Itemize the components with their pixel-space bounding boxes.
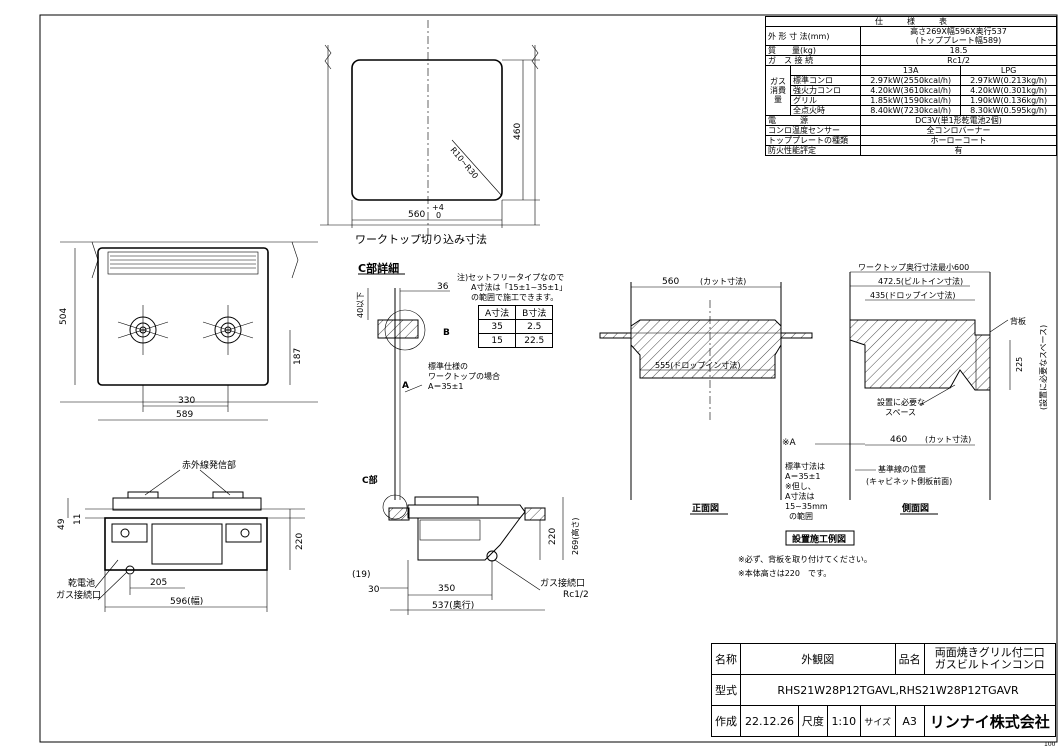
- svg-text:スペース: スペース: [885, 408, 916, 417]
- spec-title: 仕 様 表: [765, 16, 1057, 27]
- scale-value: 1:10: [826, 705, 861, 737]
- cutout-width-dim: 560: [408, 210, 425, 220]
- svg-text:※本体高さは220: ※本体高さは220: [738, 568, 800, 578]
- svg-text:330: 330: [178, 396, 195, 406]
- svg-text:ワークトップの場合: ワークトップの場合: [428, 371, 500, 381]
- install-notes: 設置施工例図 ※必ず、背板を取り付けてください。 ※本体高さは220 です。: [738, 530, 872, 578]
- title-block: 名称 外観図 品名 両面焼きグリル付二口ガスビルトインコンロ 型式 RHS21W…: [711, 643, 1057, 737]
- svg-text:A: A: [402, 381, 409, 391]
- sheet-border: [39, 14, 1058, 743]
- svg-text:225: 225: [1015, 357, 1024, 372]
- svg-text:Rc1/2: Rc1/2: [563, 590, 589, 600]
- paper-size: A3: [894, 705, 925, 737]
- svg-text:A寸法は「15±1~35±1」: A寸法は「15±1~35±1」: [471, 282, 567, 292]
- svg-text:(設置に必要なスペース): (設置に必要なスペース): [1038, 325, 1048, 410]
- install-front-view: 560 (カット寸法) 555(ドロップイン寸法) 正面図 ※A 標準寸法は A…: [599, 276, 828, 521]
- svg-text:※A: ※A: [782, 438, 797, 448]
- cutout-radius: R10~R30: [448, 146, 479, 181]
- svg-text:555(ドロップイン寸法): 555(ドロップイン寸法): [655, 360, 741, 370]
- cutout-caption: ワークトップ切り込み寸法: [355, 232, 487, 246]
- svg-text:472.5(ビルトイン寸法): 472.5(ビルトイン寸法): [878, 276, 963, 286]
- svg-text:220: 220: [548, 528, 558, 545]
- svg-text:560: 560: [662, 277, 679, 287]
- svg-text:15~35mm: 15~35mm: [785, 502, 828, 511]
- svg-text:設置に必要な: 設置に必要な: [877, 397, 925, 407]
- svg-text:の範囲: の範囲: [789, 511, 813, 521]
- grill-vent: [107, 251, 259, 275]
- battery-label: 乾電池: [68, 577, 95, 589]
- svg-text:504: 504: [59, 308, 69, 325]
- backboard-label: 背板: [1010, 316, 1026, 326]
- svg-text:標準仕様の: 標準仕様の: [428, 361, 468, 371]
- plan-view: 504 187 330 589: [59, 241, 318, 421]
- burner-left: [117, 305, 169, 355]
- svg-text:+4: +4: [432, 203, 444, 212]
- install-front-label: 正面図: [692, 503, 719, 514]
- install-title: 設置施工例図: [792, 533, 846, 545]
- svg-text:(カット寸法): (カット寸法): [700, 276, 746, 286]
- ir-label: 赤外線発信部: [182, 459, 236, 471]
- cutout-depth-dim: 460: [513, 123, 523, 140]
- side-gas-label: ガス接続口: [540, 577, 585, 589]
- front-view: 赤外線発信部 49 11 220 205 596(幅) 乾電池 ガス接続口: [56, 459, 305, 612]
- svg-text:187: 187: [293, 348, 303, 365]
- svg-text:(キャビネット側板前面): (キャビネット側板前面): [866, 476, 952, 486]
- created-date: 22.12.26: [740, 705, 799, 737]
- svg-text:B: B: [443, 328, 450, 338]
- svg-text:(19): (19): [352, 570, 370, 580]
- svg-text:36: 36: [437, 282, 449, 292]
- side-view: C部 220 269(高さ) (19) 30 350 537(奥行) ガス接続口…: [352, 474, 589, 615]
- svg-text:30: 30: [368, 585, 380, 595]
- product-name-1: 両面焼きグリル付二口: [934, 646, 1045, 659]
- detail-c: C部詳細 40以下 36 B A 標準仕様の ワークトップの場合 A＝35±1: [356, 261, 500, 500]
- svg-text:基準線の位置: 基準線の位置: [878, 464, 926, 474]
- svg-text:589: 589: [176, 410, 193, 420]
- svg-text:205: 205: [150, 578, 167, 588]
- product-name-2: ガスビルトインコンロ: [934, 658, 1045, 671]
- cutout-rect: [351, 59, 503, 201]
- burner-right: [202, 305, 254, 355]
- svg-text:注)セットフリータイプなので: 注)セットフリータイプなので: [457, 272, 564, 282]
- svg-text:596(幅): 596(幅): [170, 595, 203, 607]
- svg-text:の範囲で施工できます。: の範囲で施工できます。: [471, 292, 558, 302]
- svg-text:269(高さ): 269(高さ): [570, 517, 580, 555]
- svg-text:※必ず、背板を取り付けてください。: ※必ず、背板を取り付けてください。: [738, 554, 872, 564]
- svg-text:435(ドロップイン寸法): 435(ドロップイン寸法): [870, 290, 956, 300]
- gas-inlet-label: ガス接続口: [56, 589, 101, 601]
- drawing-name: 外観図: [740, 643, 896, 675]
- svg-text:350: 350: [438, 584, 455, 594]
- svg-text:49: 49: [57, 518, 67, 530]
- svg-text:です。: です。: [808, 569, 831, 578]
- install-side-view: ワークトップ奥行寸法最小600 472.5(ビルトイン寸法) 435(ドロップイ…: [815, 262, 1048, 515]
- svg-text:A寸法は: A寸法は: [785, 491, 814, 501]
- svg-text:(カット寸法): (カット寸法): [925, 434, 971, 444]
- svg-text:537(奥行): 537(奥行): [432, 599, 474, 611]
- svg-text:標準寸法は: 標準寸法は: [785, 461, 825, 471]
- svg-text:40以下: 40以下: [356, 292, 365, 318]
- spec-table: 仕 様 表 外 形 寸 法(mm) 高さ269X幅596X奥行537(トッププレ…: [764, 16, 1057, 156]
- svg-text:0: 0: [436, 211, 441, 220]
- model-number: RHS21W28P12TGAVL,RHS21W28P12TGAVR: [740, 674, 1056, 706]
- company-name: リンナイ株式会社: [923, 705, 1057, 737]
- svg-text:A＝35±1: A＝35±1: [428, 382, 463, 391]
- svg-text:C部: C部: [362, 474, 378, 486]
- svg-text:ワークトップ奥行寸法最小600: ワークトップ奥行寸法最小600: [858, 262, 969, 272]
- svg-text:460: 460: [890, 435, 907, 445]
- page-number: 100: [1044, 741, 1056, 748]
- svg-text:A＝35±1: A＝35±1: [785, 472, 820, 481]
- svg-text:※但し、: ※但し、: [785, 481, 816, 491]
- svg-text:220: 220: [295, 533, 305, 550]
- svg-text:C部詳細: C部詳細: [358, 261, 399, 275]
- svg-text:11: 11: [73, 514, 83, 525]
- set-free-note: 注)セットフリータイプなので A寸法は「15±1~35±1」 の範囲で施工できま…: [457, 272, 567, 302]
- cutout-view: 560 +4 0 460 R10~R30 ワークトップ切り込み寸法: [320, 20, 540, 246]
- install-side-label: 側面図: [901, 502, 929, 514]
